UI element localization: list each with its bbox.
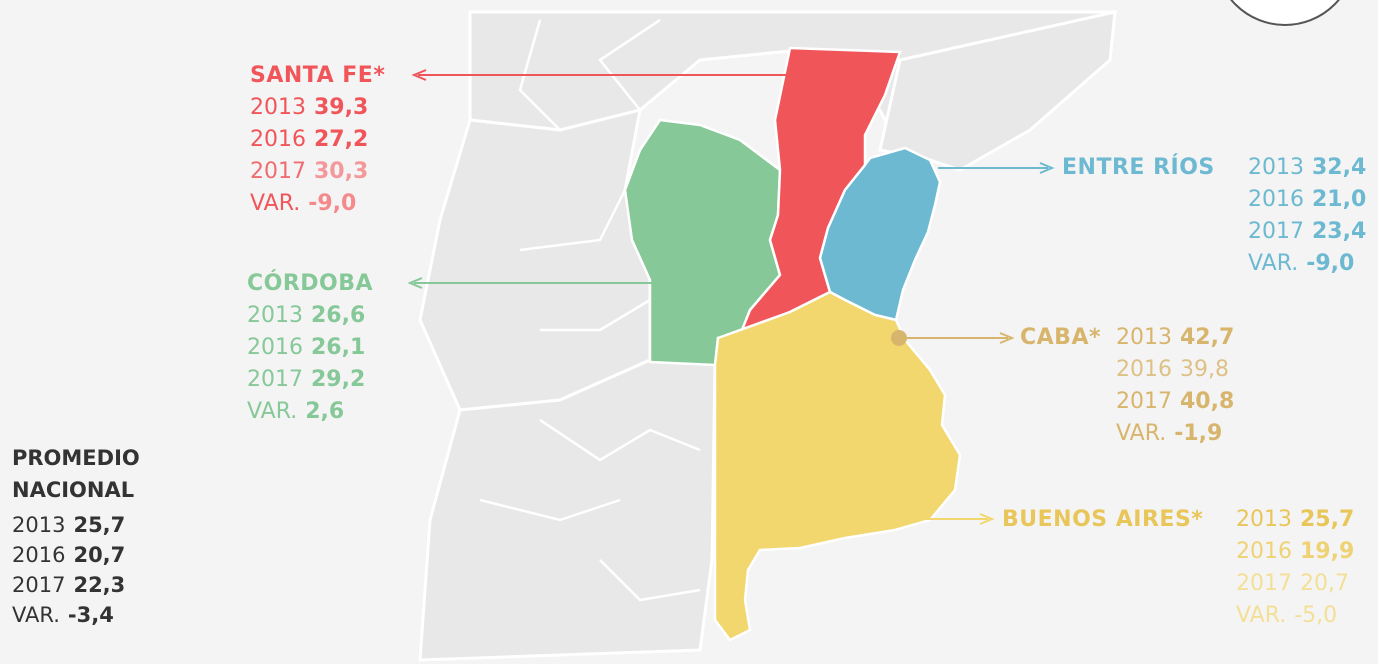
arrow-cordoba-icon — [407, 277, 423, 289]
cordoba-name: CÓRDOBA — [247, 271, 374, 296]
santa-fe-name: SANTA FE* — [250, 63, 386, 88]
entre-rios-name: ENTRE RÍOS — [1062, 155, 1215, 180]
buenos-aires-name: BUENOS AIRES* — [1002, 507, 1204, 532]
entre-rios-name-block: ENTRE RÍOS — [1062, 152, 1215, 184]
neighbor-borders — [479, 18, 701, 602]
caba-name: CABA* — [1020, 325, 1101, 350]
province-buenos-aires[interactable] — [713, 290, 962, 642]
santa-fe-row-var: VAR.-9,0 — [250, 191, 357, 216]
national-title-line1: PROMEDIO — [12, 446, 140, 470]
arrow-entre-rios-icon — [1039, 162, 1055, 174]
buenos-aires-name-block: BUENOS AIRES* — [1002, 504, 1203, 536]
badge-circle — [1230, 0, 1340, 26]
arrow-santa-fe-icon — [411, 69, 427, 81]
caba-row-var: VAR.-1,9 — [1116, 421, 1223, 446]
cordoba-row-var: VAR.2,6 — [247, 399, 345, 424]
national-row-var: VAR.-3,4 — [12, 603, 114, 627]
caba-marker[interactable] — [891, 330, 907, 346]
leader-lines — [407, 69, 1055, 525]
arrow-buenos-aires-icon — [979, 513, 995, 525]
entre-rios-row-var: VAR.-9,0 — [1248, 251, 1355, 276]
arrow-caba-icon — [999, 332, 1015, 344]
caba-name-block: CABA* — [1020, 322, 1101, 354]
national-title-line2: NACIONAL — [12, 478, 135, 502]
buenos-aires-row-var: VAR.-5,0 — [1236, 603, 1338, 628]
neighbor-province-west — [418, 107, 652, 412]
